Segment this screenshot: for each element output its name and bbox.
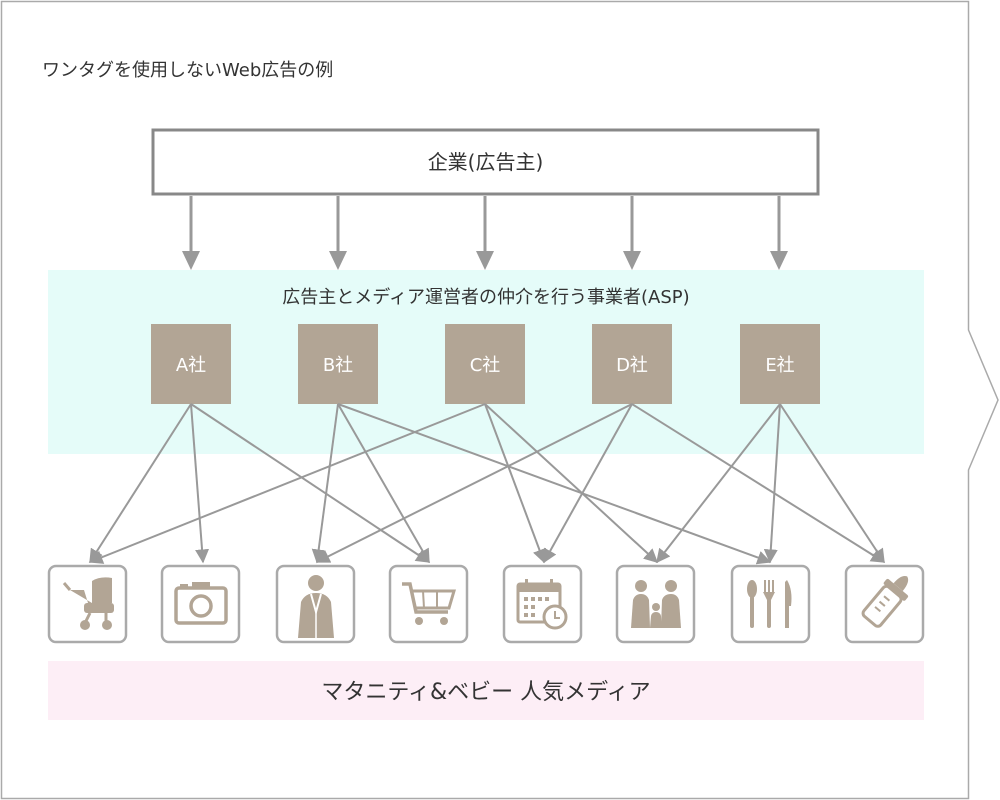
connector-d-doctor [315, 403, 633, 563]
media-tile-bottle[interactable] [844, 564, 925, 644]
connector-c-family [484, 403, 659, 563]
media-tile-stroller[interactable] [47, 564, 128, 644]
company-c-label: C社 [470, 355, 501, 376]
media-tile-cutlery[interactable] [730, 564, 811, 644]
company-d-label: D社 [616, 355, 648, 376]
shopping-cart-icon [402, 582, 457, 625]
family-icon [631, 580, 681, 628]
connector-e-cutlery [763, 403, 781, 564]
media-tile-cart[interactable] [388, 564, 469, 644]
camera-icon [174, 582, 228, 625]
calendar-clock-icon [516, 579, 568, 630]
connector-a-stroller [89, 403, 192, 564]
advertiser-label: 企業(広告主) [428, 150, 544, 174]
connector-e-bottle [779, 403, 885, 564]
cutlery-icon [747, 580, 792, 628]
connector-d-calendar [543, 403, 633, 564]
connection-lines [88, 403, 886, 565]
connector-b-cutlery [337, 403, 772, 565]
company-c: C社 [445, 324, 525, 404]
connector-a-camera [190, 403, 210, 564]
page-title: ワンタグを使用しないWeb広告の例 [42, 60, 333, 81]
stroller-icon [62, 577, 114, 630]
media-band-label: マタニティ&ベビー 人気メディア [321, 680, 650, 705]
connector-c-stroller [88, 403, 486, 564]
media-tile-camera[interactable] [160, 564, 241, 644]
advertiser-arrowheads [182, 251, 788, 270]
connector-a-cart [190, 403, 431, 563]
media-tile-calendar[interactable] [502, 564, 583, 644]
company-d: D社 [592, 324, 672, 404]
connector-c-calendar [484, 403, 547, 564]
advertiser-box [151, 128, 820, 196]
company-b: B社 [298, 324, 378, 404]
company-e-label: E社 [765, 355, 794, 376]
asp-band-label: 広告主とメディア運営者の仲介を行う事業者(ASP) [282, 287, 689, 308]
media-tile-doctor[interactable] [275, 564, 356, 644]
company-a-label: A社 [176, 355, 206, 376]
company-a: A社 [151, 324, 231, 404]
media-band [48, 661, 924, 720]
company-e: E社 [740, 324, 820, 404]
doctor-icon [298, 575, 334, 638]
baby-bottle-icon [861, 575, 909, 628]
connector-b-doctor [311, 403, 339, 564]
connector-d-bottle [631, 403, 886, 563]
connector-e-family [656, 403, 781, 564]
company-b-label: B社 [323, 355, 353, 376]
connector-b-cart [337, 403, 430, 564]
media-tile-family[interactable] [615, 564, 696, 644]
